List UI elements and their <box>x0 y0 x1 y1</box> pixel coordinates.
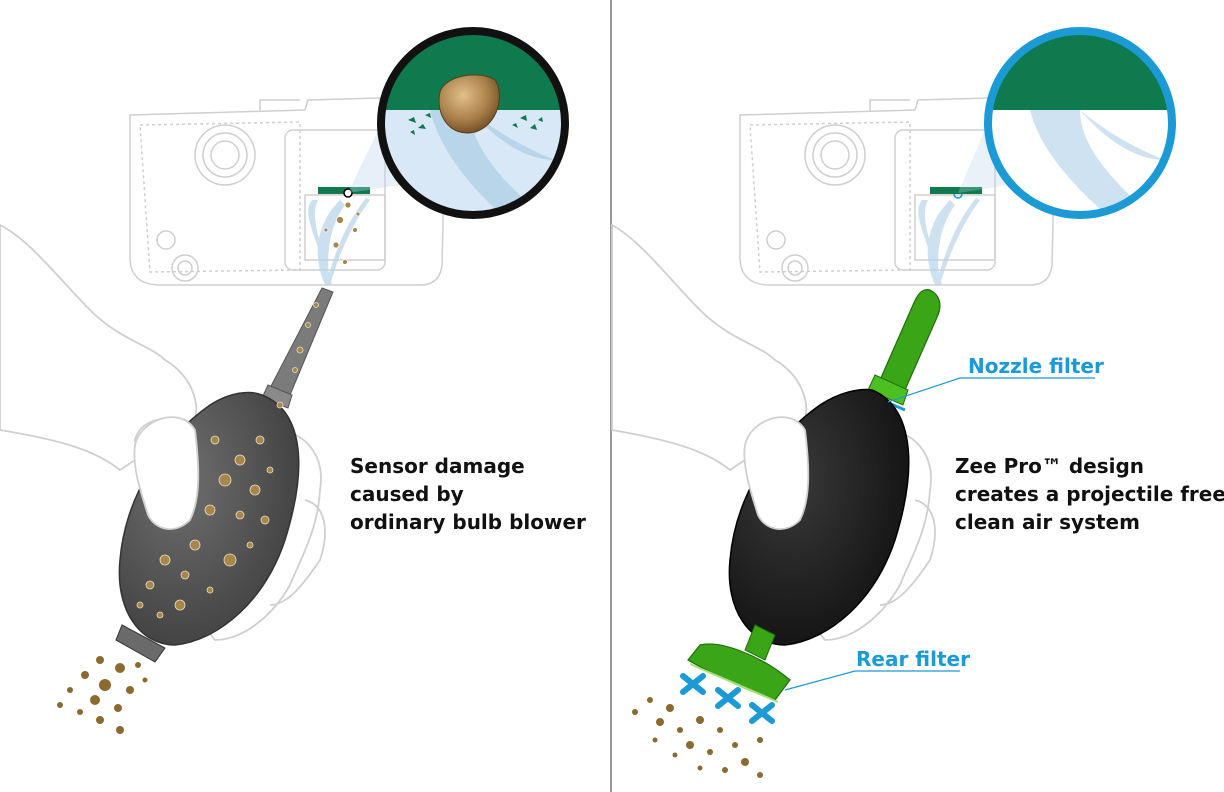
blocked-particle-marks <box>680 673 775 724</box>
callout-leaders <box>784 377 1095 691</box>
rear-filter-leader <box>784 670 960 691</box>
nozzle-left <box>261 287 334 409</box>
rear-filter-line <box>689 663 779 703</box>
rear-debris-left <box>57 656 148 734</box>
x-mark-icon <box>715 687 741 709</box>
right-caption-line: creates a projectile free, <box>955 482 1224 506</box>
thumb-right <box>743 416 810 530</box>
camera-outline-right <box>739 97 1056 286</box>
left-panel <box>0 27 569 734</box>
left-caption-line: ordinary bulb blower <box>350 510 586 534</box>
right-caption-line: clean air system <box>955 510 1140 534</box>
impact-point-left <box>343 188 353 198</box>
right-caption: Zee Pro™ design creates a projectile fre… <box>955 452 1224 536</box>
right-caption-line: Zee Pro™ design <box>955 454 1145 478</box>
internal-debris-left <box>136 302 319 619</box>
projectile-particles-left <box>323 201 361 265</box>
left-caption: Sensor damage caused by ordinary bulb bl… <box>350 452 586 536</box>
magnifier-ring-right <box>984 27 1176 219</box>
rear-filter-label: Rear filter <box>856 647 970 671</box>
magnifier-ring-left <box>377 27 569 219</box>
rear-debris-right <box>632 697 763 778</box>
nozzle-filter-leader <box>887 377 1095 403</box>
x-mark-icon <box>680 673 706 695</box>
right-panel <box>611 27 1176 778</box>
x-mark-icon <box>749 702 775 724</box>
nozzle-filter-label: Nozzle filter <box>968 354 1104 378</box>
air-stream-right <box>918 198 980 285</box>
sensor-strip-right <box>930 187 982 194</box>
clean-point-right <box>953 193 963 199</box>
nozzle-right <box>867 289 941 412</box>
bulb-rear-left <box>115 624 166 663</box>
left-caption-line: caused by <box>350 482 464 506</box>
air-stream-left <box>308 198 370 285</box>
thumb-left <box>133 416 200 530</box>
rear-filter-assembly-right <box>687 624 791 703</box>
left-caption-line: Sensor damage <box>350 454 525 478</box>
